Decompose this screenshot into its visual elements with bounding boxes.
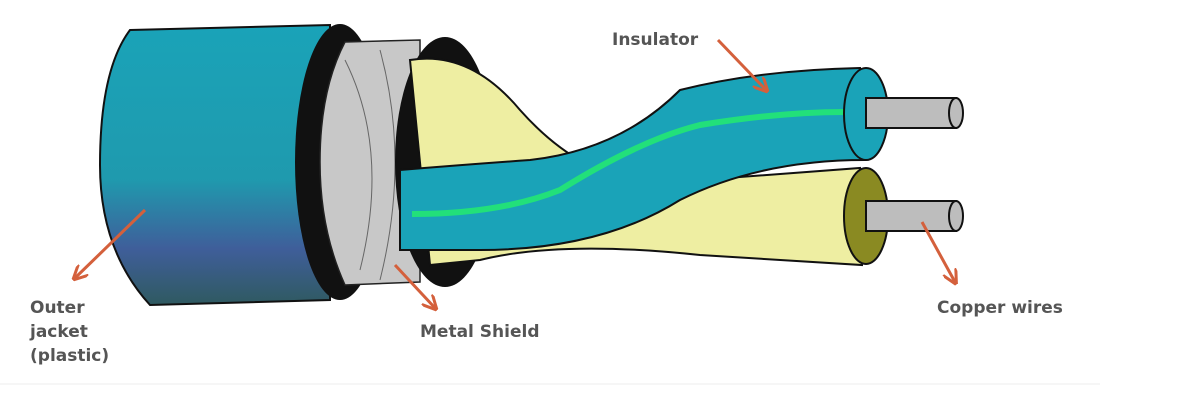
label-outer-jacket-line1: Outer bbox=[30, 298, 85, 318]
label-outer-jacket: Outer jacket (plastic) bbox=[30, 296, 109, 368]
arrow-insulator bbox=[716, 38, 766, 90]
metal-shield bbox=[319, 39, 421, 286]
label-insulator: Insulator bbox=[612, 30, 699, 50]
label-outer-jacket-line3: (plastic) bbox=[30, 346, 110, 366]
label-copper-wires: Copper wires bbox=[937, 298, 1063, 318]
copper-wire-bottom bbox=[865, 200, 964, 232]
label-metal-shield: Metal Shield bbox=[420, 322, 540, 342]
arrow-metal-shield bbox=[393, 263, 435, 308]
stripe bbox=[411, 109, 846, 217]
label-outer-jacket-line2: jacket bbox=[30, 322, 88, 342]
outer-jacket bbox=[98, 23, 331, 307]
copper-wire-top bbox=[865, 97, 964, 129]
arrow-outer-jacket bbox=[75, 208, 147, 278]
arrow-copper-wires bbox=[920, 221, 955, 282]
